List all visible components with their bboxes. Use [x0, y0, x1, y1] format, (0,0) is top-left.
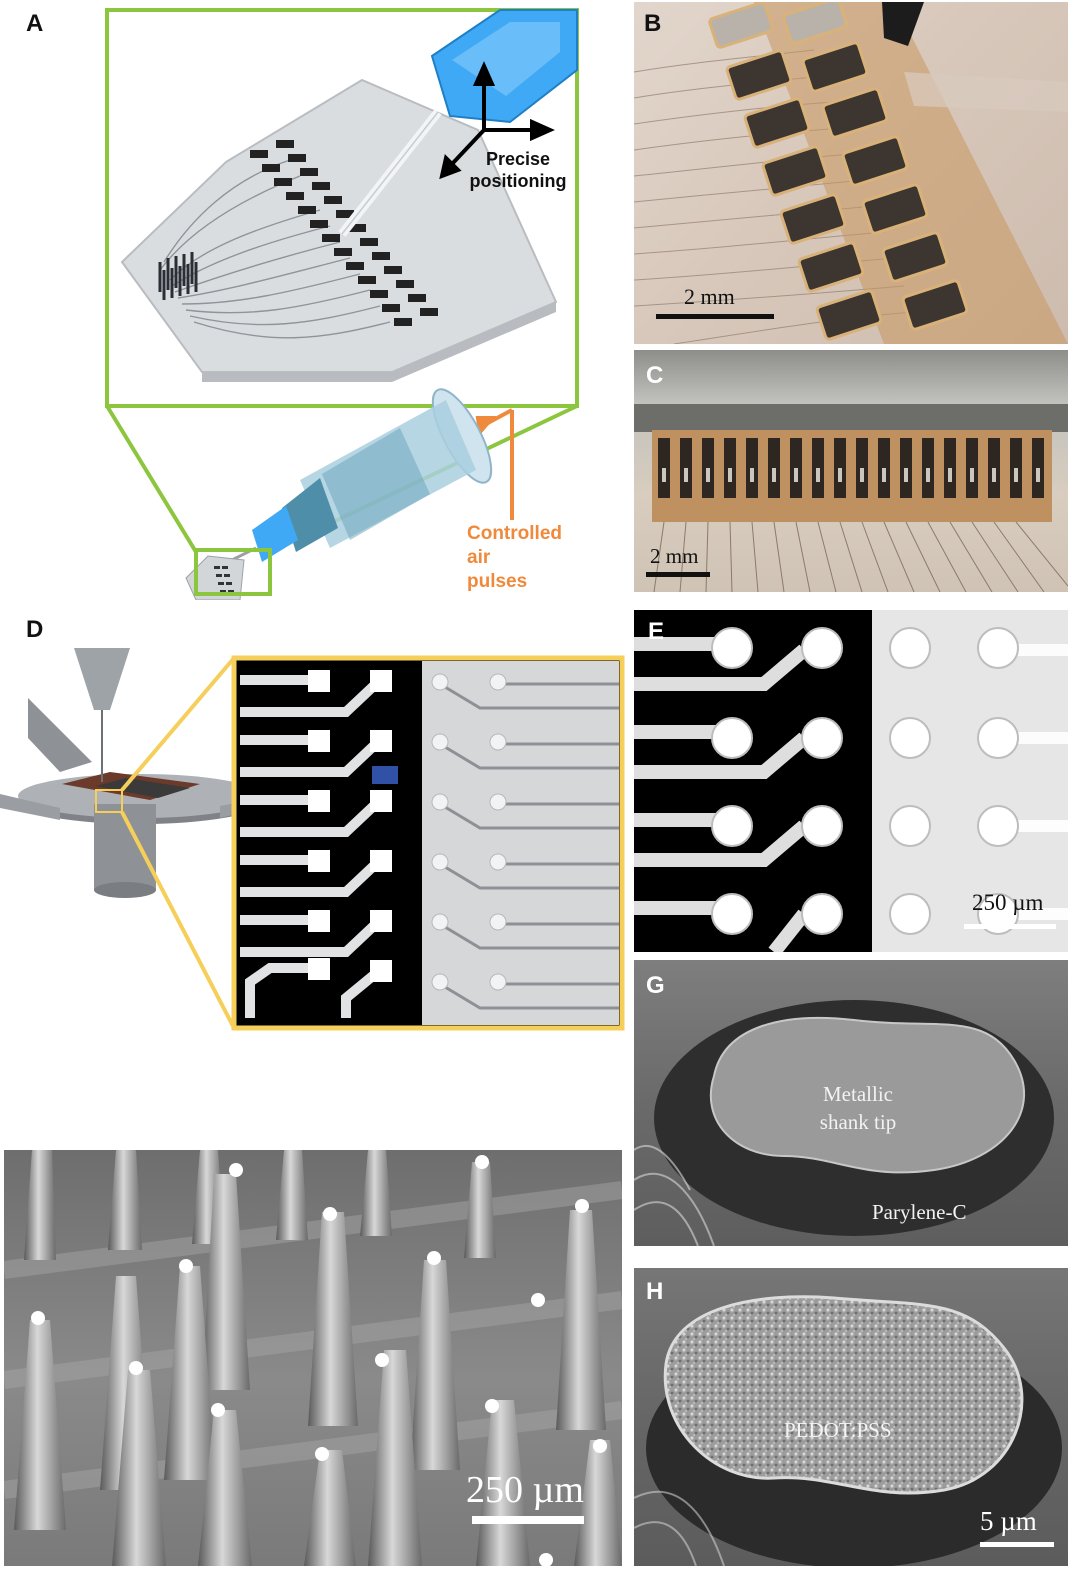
zoom-line-left — [105, 404, 198, 554]
zoom-frame-small — [194, 548, 272, 596]
zoom-frame-large — [105, 8, 579, 408]
substrate-board — [120, 78, 558, 373]
pillar-tips — [31, 1155, 607, 1566]
pin-array — [158, 252, 198, 300]
panel-e-photo: E 250 µm — [634, 610, 1068, 952]
pedot-label: PEDOT:PSS — [784, 1418, 892, 1442]
pillar-row-mid — [14, 1174, 606, 1530]
panel-letter-g: G — [646, 972, 665, 999]
scale-label-h: 5 µm — [980, 1506, 1037, 1536]
air-pulses-label: Controlled air pulses — [467, 523, 562, 592]
panel-letter-c: C — [646, 362, 664, 389]
panel-d: D — [0, 608, 630, 1034]
panel-letter-e: E — [648, 618, 665, 645]
pedot-coating — [663, 1295, 1024, 1495]
scale-bar-b — [656, 314, 774, 319]
mini-substrate — [185, 555, 245, 600]
h-sem-image — [634, 1295, 1062, 1566]
metallic-tip-shape — [709, 1016, 1026, 1174]
contact-pads — [250, 140, 438, 326]
g-sem-image — [634, 1000, 1054, 1246]
panel-letter-b: B — [644, 10, 662, 37]
solder-pads — [708, 2, 969, 341]
scale-label-c: 2 mm — [650, 544, 699, 568]
panel-c-photo: C 2 mm — [634, 350, 1068, 592]
parylene-label: Parylene-C — [872, 1200, 967, 1224]
f-sem-image — [4, 1150, 622, 1566]
panel-letter-h: H — [646, 1278, 664, 1305]
air-pulse-arrow — [475, 408, 514, 520]
scale-bar-f — [472, 1516, 584, 1524]
panel-h-photo: H PEDOT:PSS 5 µm — [634, 1268, 1068, 1566]
syringe — [219, 388, 493, 568]
d-schematic — [0, 648, 625, 1031]
panel-letter-d: D — [26, 616, 44, 643]
panel-letter-a: A — [26, 10, 44, 37]
pad-array-photo — [634, 2, 1068, 344]
scale-bar-c — [646, 572, 710, 577]
xyz-axes-icon — [439, 61, 555, 180]
scale-label-e: 250 µm — [972, 890, 1044, 915]
panel-b-photo: B 2 mm — [634, 2, 1068, 344]
scale-bar-h — [980, 1542, 1054, 1547]
pillar-row-back — [24, 1150, 496, 1260]
zoom-box-small — [95, 789, 123, 813]
scale-bar-e — [964, 924, 1056, 929]
metallic-label: Metallic shank tip — [819, 1082, 897, 1134]
printed-traces — [240, 675, 384, 1018]
panel-g-photo: G Metallic shank tip Parylene-C — [634, 960, 1068, 1246]
positioning-label: Precise positioning — [469, 149, 567, 191]
dispense-tip — [882, 2, 924, 46]
pad-row-photo — [634, 404, 1068, 592]
scale-label-f: 250 µm — [466, 1469, 584, 1511]
pillar-row-front — [112, 1350, 622, 1566]
printing-schematic — [105, 8, 579, 600]
panel-f-photo: F 250 µm — [4, 1150, 622, 1566]
panel-a: A — [0, 0, 630, 600]
scale-label-b: 2 mm — [684, 284, 735, 309]
